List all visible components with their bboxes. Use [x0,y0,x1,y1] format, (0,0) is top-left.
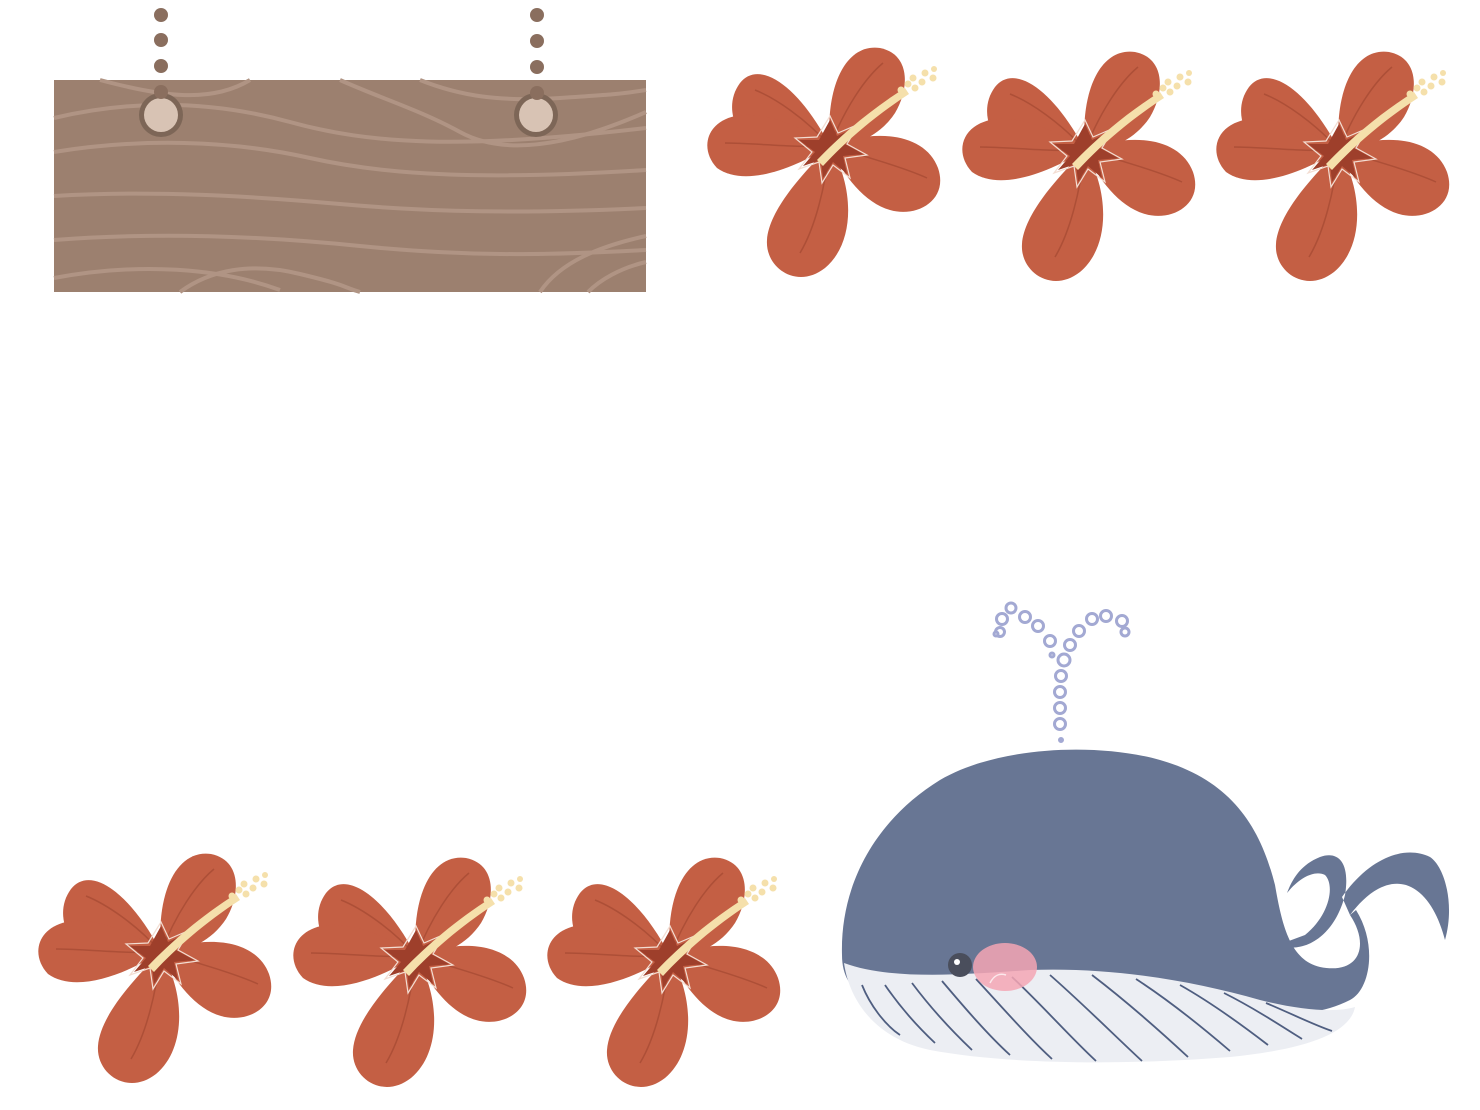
sign-ring-right [514,93,558,137]
sign-ring-left [139,93,183,137]
flower-top-2 [960,32,1210,282]
whale-body [841,749,1370,1015]
hibiscus-icon [292,856,527,1088]
whale-icon [841,601,1450,1063]
hibiscus-icon [1215,50,1450,282]
water-spout [992,601,1131,743]
hibiscus-icon [37,852,272,1084]
flower-bottom-3 [545,838,795,1088]
whale-cheek [973,943,1037,991]
flower-top-3 [1214,32,1464,282]
whale-eye [948,953,972,977]
whale [830,595,1470,1075]
flower-bottom-2 [291,838,541,1088]
wooden-sign-icon [53,8,647,294]
whale-belly [844,963,1355,1063]
flower-top-1 [705,28,955,278]
hibiscus-icon [961,50,1196,282]
hibiscus-icon [706,46,941,278]
whale-tail [1278,852,1450,948]
wood-grain [53,78,647,294]
whale-belly-lines [861,974,1333,1062]
wooden-sign [40,0,660,300]
hibiscus-icon [546,856,781,1088]
flower-bottom-1 [36,834,286,1084]
